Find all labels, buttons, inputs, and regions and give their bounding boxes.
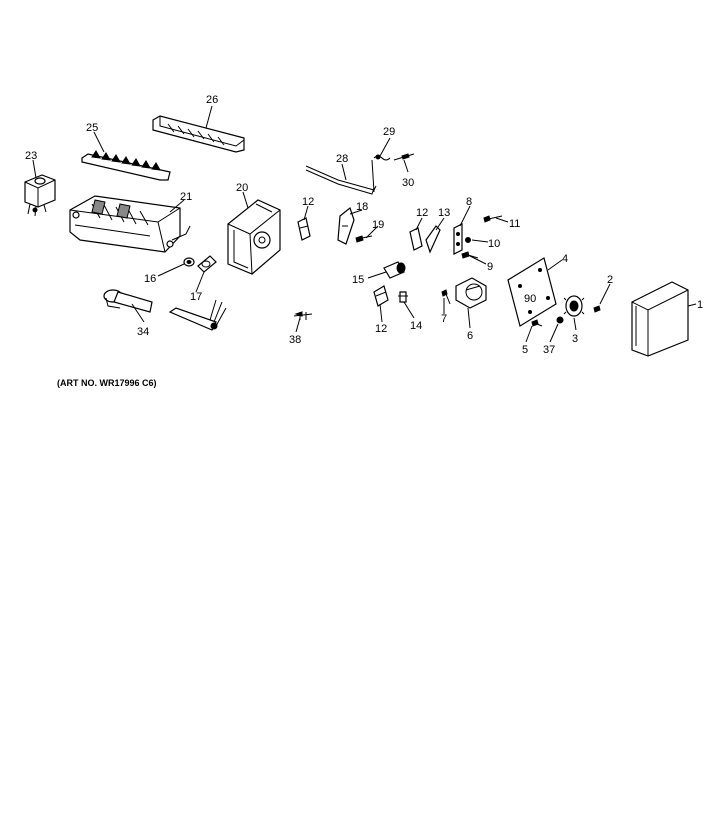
- part-12-switch-b: [409, 227, 423, 251]
- art-number-caption: (ART NO. WR17996 C6): [57, 378, 157, 388]
- part-15-thermostat: [383, 261, 406, 279]
- part-23-solenoid: [24, 174, 56, 217]
- callout-15: 15: [352, 274, 364, 286]
- callout-19: 19: [372, 219, 384, 231]
- callout-23: 23: [25, 150, 37, 162]
- callout-38: 38: [289, 334, 301, 346]
- part-8-bracket: [453, 223, 463, 255]
- part-3-gear: [563, 295, 585, 317]
- part-10-washer: [465, 237, 471, 243]
- part-30-screw: [393, 153, 415, 161]
- part-29-spring: [373, 154, 391, 161]
- part-21-ice-mold: [69, 195, 191, 253]
- svg-text:90: 90: [524, 293, 536, 305]
- callout-13: 13: [438, 207, 450, 219]
- part-13-bracket: [425, 225, 441, 254]
- callout-6: 6: [467, 330, 473, 342]
- callout-20: 20: [236, 182, 248, 194]
- part-38-harness-sleeve: [168, 299, 227, 331]
- callout-10: 10: [488, 238, 500, 250]
- part-37-washer: [556, 316, 564, 324]
- callout-4: 4: [562, 253, 568, 265]
- part-6-motor: [455, 277, 487, 309]
- callout-12-b: 12: [416, 207, 428, 219]
- part-38-clip: [293, 311, 313, 320]
- part-1-cover: [631, 281, 689, 357]
- callout-29: 29: [383, 126, 395, 138]
- part-20-housing: [227, 199, 281, 275]
- callout-26: 26: [206, 94, 218, 106]
- callout-11: 11: [509, 218, 520, 230]
- callout-28: 28: [336, 153, 348, 165]
- callout-14: 14: [410, 320, 422, 332]
- part-18-lever: [337, 206, 355, 245]
- part-19-screw: [355, 235, 373, 243]
- callout-21: 21: [180, 191, 192, 203]
- part-17-clip: [197, 255, 217, 273]
- callout-37: 37: [543, 344, 555, 356]
- callout-3: 3: [572, 333, 578, 345]
- part-9-screw: [461, 251, 479, 259]
- part-14-clip: [398, 291, 408, 303]
- part-34-fill-cup: [103, 289, 153, 313]
- leader-lines: [32, 105, 697, 343]
- part-12-switch-a: [297, 217, 311, 241]
- part-25-ejector-blades: [81, 150, 171, 181]
- callout-30: 30: [402, 177, 414, 189]
- part-11-screw: [483, 215, 503, 223]
- part-5-screw: [531, 319, 543, 327]
- callout-12-c: 12: [375, 323, 387, 335]
- callout-9: 9: [487, 261, 493, 273]
- part-28-shutoff-arm: [305, 159, 377, 195]
- part-4-mounting-plate: 90: [507, 257, 557, 327]
- callout-2: 2: [607, 274, 613, 286]
- callout-34: 34: [137, 326, 149, 338]
- part-2-screw: [593, 305, 601, 313]
- callout-labels: 26 25 23 21 20 12 28 29 30 18 19 12 13 8…: [25, 94, 703, 356]
- callout-16: 16: [144, 273, 156, 285]
- part-12-switch-c: [373, 285, 389, 307]
- callout-17: 17: [190, 291, 202, 303]
- callout-25: 25: [86, 122, 98, 134]
- callout-7: 7: [441, 313, 447, 325]
- part-26-ejector-rail: [152, 115, 245, 153]
- callout-5: 5: [522, 344, 528, 356]
- callout-18: 18: [356, 201, 368, 213]
- part-7-screw: [441, 289, 451, 305]
- callout-12-a: 12: [302, 196, 314, 208]
- callout-1: 1: [697, 299, 703, 311]
- part-16-grommet: [183, 257, 195, 267]
- callout-8: 8: [466, 196, 472, 208]
